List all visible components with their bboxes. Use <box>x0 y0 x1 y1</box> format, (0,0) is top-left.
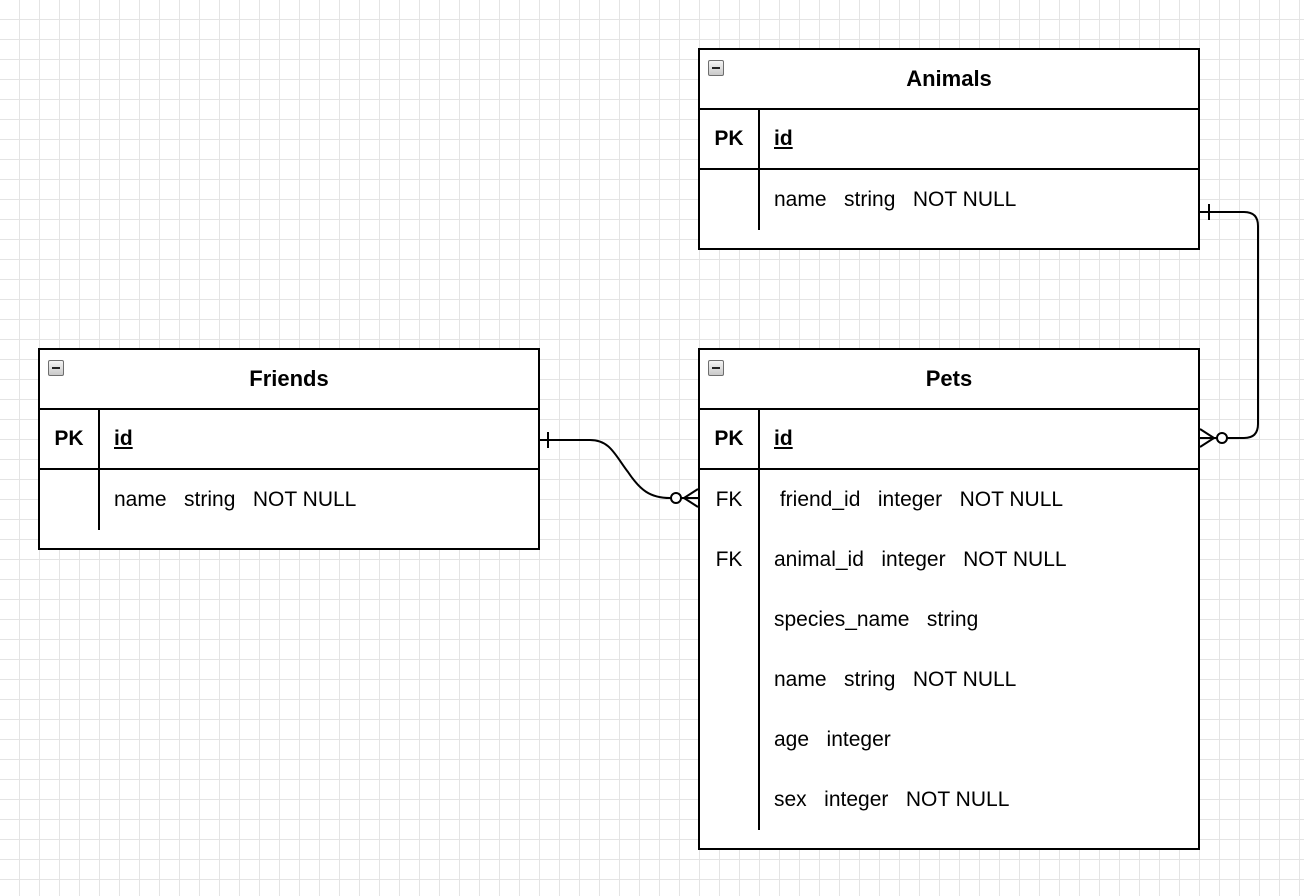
field-definition: sex integer NOT NULL <box>774 788 1010 811</box>
zero-marker-icon <box>1216 432 1228 444</box>
pk-label: PK <box>714 427 744 450</box>
field-definition: name string NOT NULL <box>774 188 1017 211</box>
entity-pets[interactable]: Pets PK id FK friend_id integer NOT NULL… <box>698 348 1200 850</box>
pk-field: id <box>774 427 793 450</box>
collapse-toggle-icon[interactable] <box>48 360 64 376</box>
pk-label: PK <box>54 427 84 450</box>
key-column-divider <box>98 410 100 530</box>
key-column-divider <box>758 410 760 830</box>
crowfoot-many-icon <box>1199 428 1216 448</box>
field-definition: animal_id integer NOT NULL <box>774 548 1067 571</box>
field-row[interactable]: FK friend_id integer NOT NULL <box>700 470 1198 530</box>
field-row[interactable]: name string NOT NULL <box>40 470 538 530</box>
collapse-toggle-icon[interactable] <box>708 60 724 76</box>
entity-body: PK id FK friend_id integer NOT NULL FK a… <box>700 410 1198 830</box>
field-row[interactable]: FK animal_id integer NOT NULL <box>700 530 1198 590</box>
field-row[interactable]: species_name string <box>700 590 1198 650</box>
field-definition: friend_id integer NOT NULL <box>774 488 1064 511</box>
entity-animals[interactable]: Animals PK id name string NOT NULL <box>698 48 1200 250</box>
field-definition: species_name string <box>774 608 979 631</box>
field-definition: name string NOT NULL <box>774 668 1017 691</box>
pk-row[interactable]: PK id <box>700 110 1198 170</box>
pk-field: id <box>774 127 793 150</box>
fk-label: FK <box>715 488 743 511</box>
entity-header: Friends <box>40 350 538 410</box>
entity-title: Animals <box>906 66 992 91</box>
entity-friends[interactable]: Friends PK id name string NOT NULL <box>38 348 540 550</box>
field-row[interactable]: sex integer NOT NULL <box>700 770 1198 830</box>
field-definition: name string NOT NULL <box>114 488 357 511</box>
animals-pets-relationship[interactable] <box>1199 204 1259 448</box>
pk-label: PK <box>714 127 744 150</box>
field-row[interactable]: age integer <box>700 710 1198 770</box>
field-row[interactable]: name string NOT NULL <box>700 650 1198 710</box>
crowfoot-many-icon <box>682 488 699 508</box>
field-row[interactable]: name string NOT NULL <box>700 170 1198 230</box>
friends-pets-relationship[interactable] <box>540 432 699 508</box>
key-column-divider <box>758 110 760 230</box>
pk-field: id <box>114 427 133 450</box>
entity-title: Friends <box>249 366 329 391</box>
fk-label: FK <box>715 548 743 571</box>
entity-header: Pets <box>700 350 1198 410</box>
collapse-toggle-icon[interactable] <box>708 360 724 376</box>
entity-body: PK id name string NOT NULL <box>700 110 1198 230</box>
entity-body: PK id name string NOT NULL <box>40 410 538 530</box>
pk-row[interactable]: PK id <box>40 410 538 470</box>
entity-title: Pets <box>925 366 973 391</box>
entity-header: Animals <box>700 50 1198 110</box>
zero-marker-icon <box>670 492 682 504</box>
pk-row[interactable]: PK id <box>700 410 1198 470</box>
field-definition: age integer <box>774 728 891 751</box>
